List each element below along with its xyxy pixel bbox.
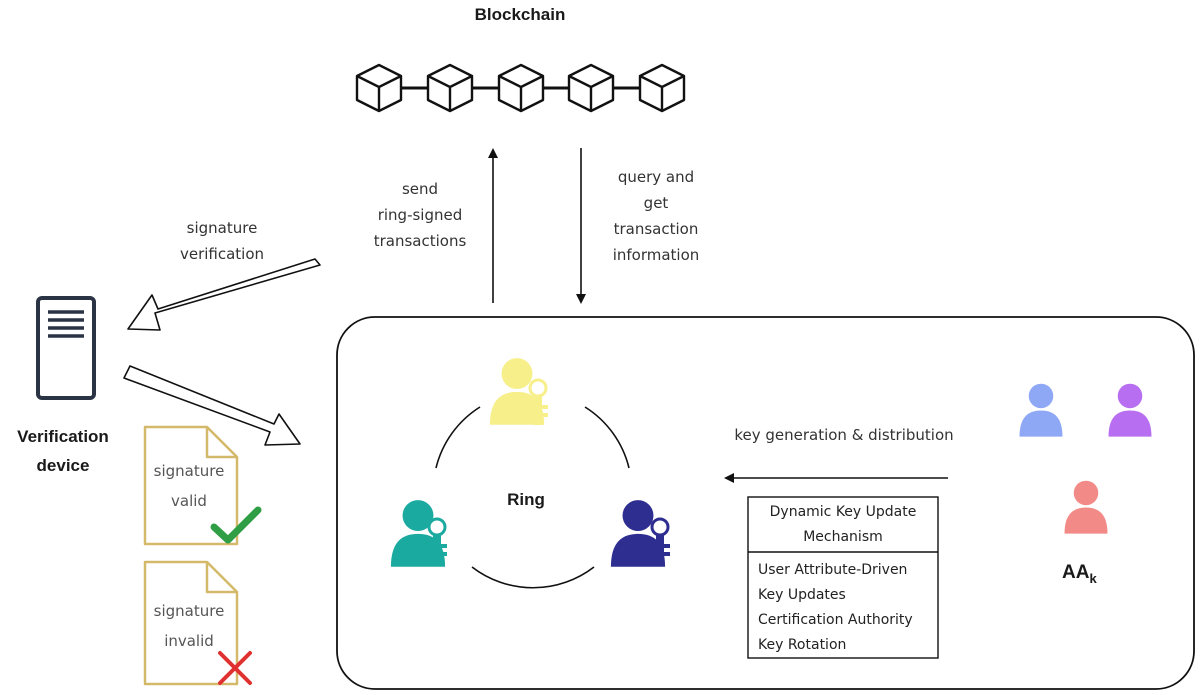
device-label-line: Verification: [17, 427, 109, 446]
ring-member-top-icon: [489, 358, 548, 425]
send-label-line: send: [401, 180, 439, 198]
send-label: send ring-signed transactions: [360, 176, 480, 254]
device-label-line: device: [36, 456, 90, 475]
authority-label: AAk: [1062, 562, 1097, 586]
block-3: [497, 63, 545, 113]
mechanism-items: User Attribute-Driven Key Updates Certif…: [758, 558, 936, 658]
query-label: query and get transaction information: [596, 164, 716, 268]
block-2: [426, 63, 474, 113]
block-5: [638, 63, 686, 113]
key-generation-label: key generation & distribution: [734, 426, 954, 444]
mechanism-item: Key Updates: [758, 587, 846, 603]
query-label-line: transaction: [613, 220, 699, 238]
authority-2-icon: [1108, 383, 1152, 437]
block-1: [355, 63, 403, 113]
authority-3-icon: [1064, 480, 1108, 534]
query-label-line: query and: [617, 168, 695, 186]
blockchain-chain: [355, 63, 686, 113]
invalid-doc-line: invalid: [164, 632, 214, 650]
invalid-doc-line: signature: [153, 602, 225, 620]
block-4: [567, 63, 615, 113]
verification-label-line: verification: [179, 245, 265, 263]
ring-to-device-arrow: [123, 365, 301, 446]
valid-doc-text: signature valid: [146, 456, 232, 516]
mechanism-item: User Attribute-Driven: [758, 562, 908, 578]
ring-label: Ring: [507, 490, 545, 509]
invalid-doc-text: signature invalid: [146, 596, 232, 656]
cross-icon: [218, 651, 252, 685]
authority-label-main: AA: [1062, 562, 1090, 583]
verification-device-label: Verification device: [0, 422, 126, 480]
mechanism-header-line: Mechanism: [803, 529, 883, 545]
mechanism-header: Dynamic Key Update Mechanism: [748, 500, 938, 550]
mechanism-item: Key Rotation: [758, 637, 847, 653]
send-label-line: transactions: [373, 232, 467, 250]
verification-label-line: signature: [186, 219, 258, 237]
mechanism-header-line: Dynamic Key Update: [769, 504, 917, 520]
valid-doc-line: signature: [153, 462, 225, 480]
valid-doc-line: valid: [171, 492, 207, 510]
verification-label: signature verification: [162, 215, 282, 267]
check-icon: [210, 506, 262, 544]
signature-verification-arrow: [127, 258, 321, 331]
document-invalid-icon: [143, 560, 239, 686]
authority-1-icon: [1019, 383, 1063, 437]
document-valid-icon: [143, 425, 239, 546]
query-label-line: information: [612, 246, 700, 264]
ring-circle: [435, 406, 630, 589]
send-label-line: ring-signed: [377, 206, 463, 224]
authority-label-sub: k: [1089, 570, 1097, 586]
server-icon: [36, 296, 96, 400]
mechanism-item: Certification Authority: [758, 612, 913, 628]
mechanism-box: [747, 496, 939, 659]
system-container: [336, 316, 1195, 690]
blockchain-title: Blockchain: [474, 5, 566, 24]
ring-member-left-icon: [390, 500, 447, 567]
query-label-line: get: [643, 194, 669, 212]
ring-member-right-icon: [610, 500, 670, 567]
